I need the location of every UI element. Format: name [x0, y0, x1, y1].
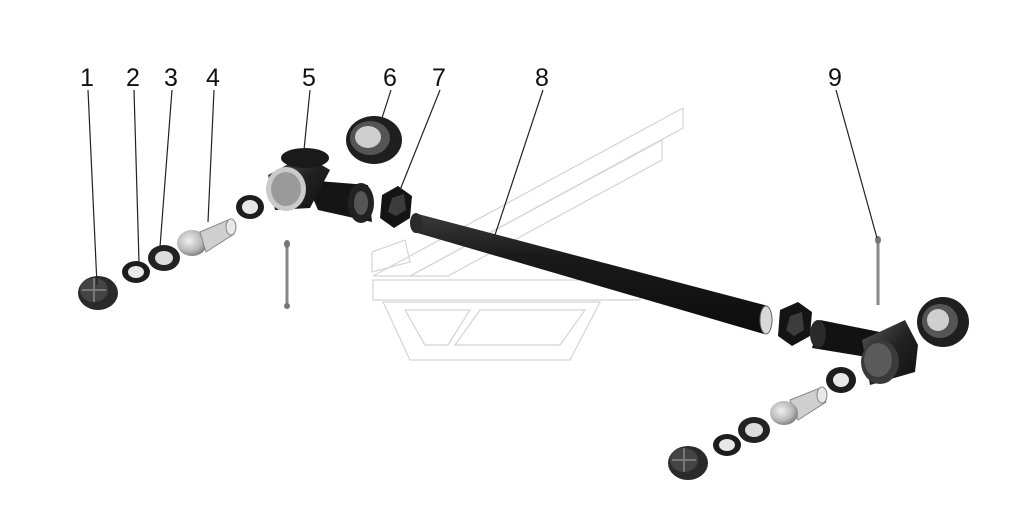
callout-3: 3	[164, 64, 178, 92]
leader-lines	[87, 89, 878, 286]
part-ring-small-right	[826, 367, 856, 393]
watermark-logo	[371, 106, 684, 361]
part-washer-right	[738, 417, 770, 443]
part-ring-small-left	[236, 195, 264, 219]
part-5-tie-rod-end-left	[266, 148, 374, 223]
part-1-cap-left	[78, 276, 118, 310]
part-3-washer-left	[148, 245, 180, 271]
callout-6: 6	[383, 64, 397, 92]
part-cap-right	[668, 446, 708, 480]
part-ring-right	[713, 434, 741, 456]
callout-2: 2	[126, 64, 140, 92]
part-8-rod	[410, 213, 773, 335]
callout-5: 5	[302, 64, 316, 92]
part-4-ball-pin-left	[177, 218, 237, 256]
callout-1: 1	[80, 64, 94, 92]
part-cotter-pin-left	[284, 240, 290, 309]
part-2-ring-left	[122, 261, 150, 283]
part-9-cotter-pin	[875, 236, 881, 305]
part-hex-nut-right	[778, 302, 812, 346]
callout-4: 4	[206, 64, 220, 92]
callout-8: 8	[535, 64, 549, 92]
part-boot-right	[917, 297, 969, 347]
callout-labels: 1 2 3 4 5 6 7 8 9	[80, 64, 842, 92]
part-tie-rod-end-right	[810, 320, 918, 385]
part-6-boot	[346, 116, 402, 164]
callout-7: 7	[432, 64, 446, 92]
callout-9: 9	[828, 64, 842, 92]
part-ball-pin-right	[770, 386, 828, 425]
part-7-hex-nut-left	[380, 186, 412, 228]
